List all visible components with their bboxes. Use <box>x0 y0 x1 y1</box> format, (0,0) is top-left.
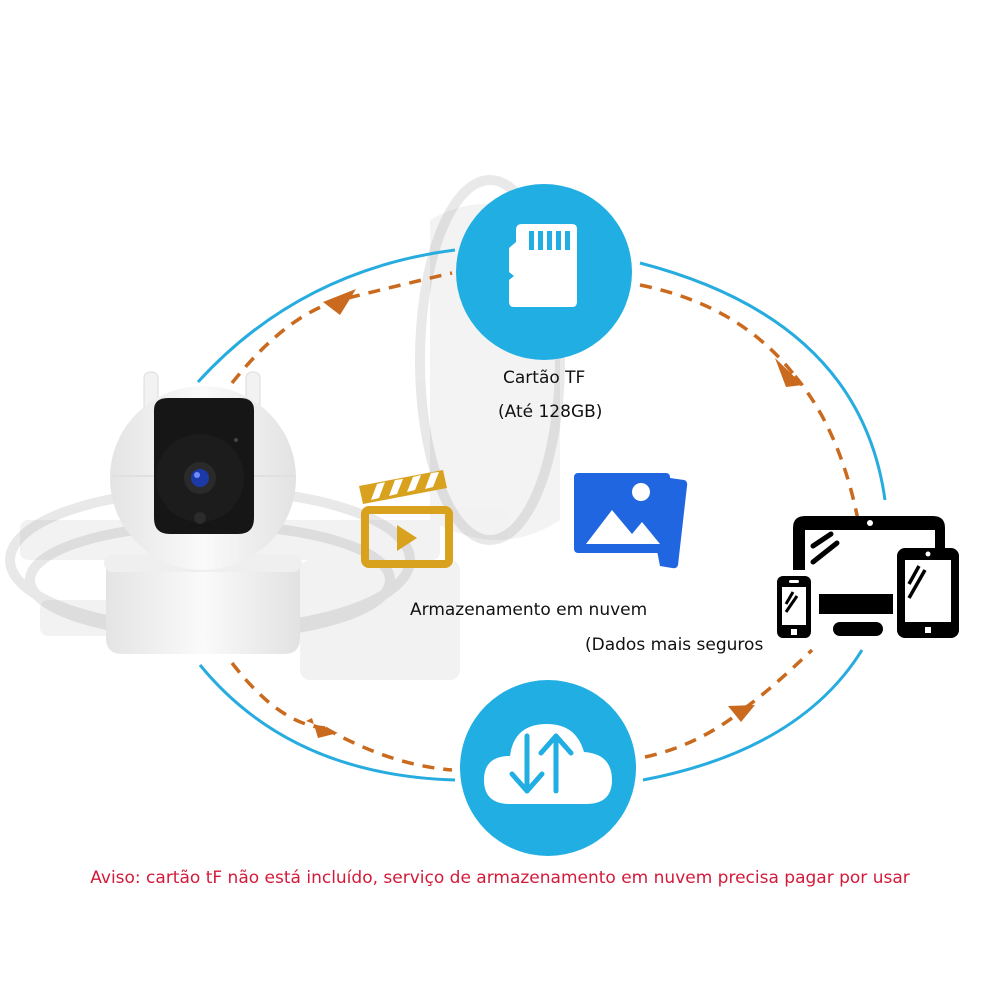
arrowhead-4 <box>728 705 755 722</box>
arrowhead-3 <box>306 718 338 738</box>
tf-card-subtitle: (Até 128GB) <box>498 402 603 422</box>
cloud-title: Armazenamento em nuvem <box>410 600 648 620</box>
cyan-arc-bottom-left <box>198 664 456 782</box>
multi-device-icon <box>775 508 965 643</box>
warning-notice: Aviso: cartão tF não está incluído, serv… <box>90 868 910 888</box>
cyan-arc-bottom-right <box>642 649 864 782</box>
cloud-subtitle: (Dados mais seguros <box>585 635 764 655</box>
security-camera <box>100 368 305 658</box>
tf-card-node <box>452 180 636 364</box>
sd-card-icon <box>456 184 632 360</box>
arrowhead-2 <box>775 358 803 387</box>
cloud-upload-download-icon <box>460 680 636 856</box>
photo-gallery-icon <box>572 470 692 570</box>
tf-card-title: Cartão TF <box>503 368 586 388</box>
cyan-arc-top-right <box>639 261 887 501</box>
video-clapperboard-icon <box>355 470 455 570</box>
cyan-arc-top-left <box>196 248 456 384</box>
cloud-node <box>452 676 636 860</box>
arrowhead-1 <box>323 289 356 315</box>
